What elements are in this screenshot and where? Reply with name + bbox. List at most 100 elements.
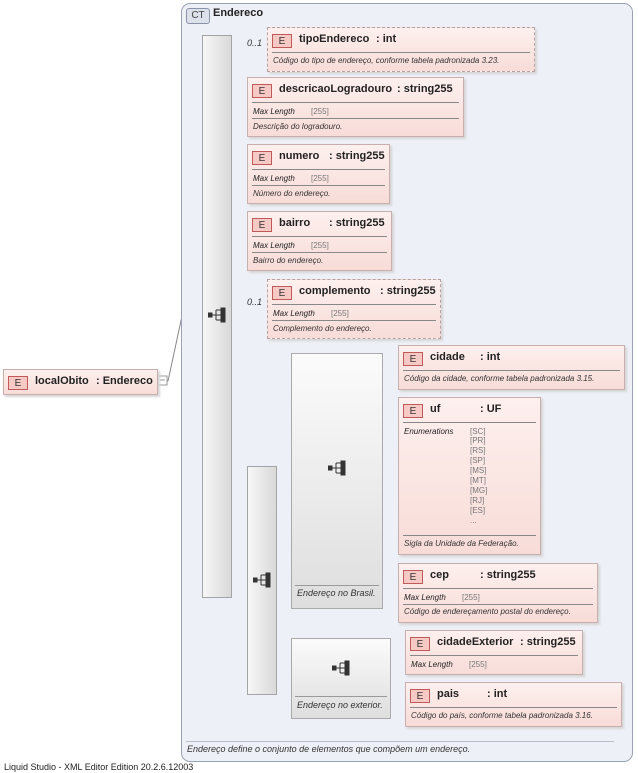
divider (403, 422, 536, 423)
facet-label: Max Length (404, 593, 446, 602)
divider (295, 585, 379, 586)
element-type: : int (480, 351, 501, 363)
group-endereco-brasil[interactable] (291, 353, 383, 609)
element-name: cep (430, 569, 449, 581)
element-type: : UF (480, 403, 502, 415)
element-name: uf (430, 403, 441, 415)
element-tipoendereco[interactable]: E tipoEndereco : int Código do tipo de e… (267, 27, 535, 72)
element-badge: E (403, 404, 423, 418)
occurrence-label: 0..1 (247, 38, 263, 48)
element-complemento[interactable]: E complemento : string255 Max Length [25… (267, 279, 441, 339)
facet-value: [255] (462, 593, 480, 602)
facet-label: Max Length (253, 241, 295, 250)
divider (403, 370, 620, 371)
divider (295, 696, 387, 697)
sequence-icon (208, 307, 226, 323)
group-description: Endereço no Brasil. (297, 588, 376, 598)
occurrence-label: 0..1 (247, 297, 263, 307)
divider (403, 535, 536, 536)
choice-icon (253, 572, 271, 588)
divider (272, 320, 436, 321)
element-name: complemento (299, 285, 371, 297)
facet-value: [255] (469, 660, 487, 669)
element-badge: E (252, 84, 272, 98)
element-description: Descrição do logradouro. (253, 122, 343, 131)
divider (410, 707, 617, 708)
element-numero[interactable]: E numero : string255 Max Length [255] Nú… (247, 144, 390, 204)
element-cidadeexterior[interactable]: E cidadeExterior : string255 Max Length … (405, 630, 583, 675)
element-name: cidade (430, 351, 465, 363)
element-description: Número do endereço. (253, 189, 331, 198)
facet-value: [255] (311, 174, 329, 183)
divider (403, 588, 593, 589)
enumeration-value: [RJ] (470, 496, 485, 505)
element-type: : string255 (520, 636, 576, 648)
complex-type-description: Endereço define o conjunto de elementos … (187, 744, 471, 754)
facet-label: Max Length (253, 107, 295, 116)
element-type: : string255 (329, 150, 385, 162)
element-badge: E (272, 34, 292, 48)
complex-type-title[interactable]: Endereco (213, 7, 264, 19)
element-name: numero (279, 150, 320, 162)
facet-label: Enumerations (404, 427, 454, 436)
element-badge: E (403, 570, 423, 584)
facet-label: Max Length (253, 174, 295, 183)
element-type: : string255 (480, 569, 536, 581)
element-badge: E (410, 689, 430, 703)
divider (252, 236, 387, 237)
element-descricaologradouro[interactable]: E descricaoLogradouro : string255 Max Le… (247, 77, 464, 137)
enumeration-value: [MS] (470, 466, 487, 475)
element-badge: E (272, 286, 292, 300)
element-type: : string255 (329, 217, 385, 229)
element-description: Código da cidade, conforme tabela padron… (404, 374, 595, 383)
element-type: : int (376, 33, 397, 45)
divider (186, 741, 614, 742)
divider (403, 604, 593, 605)
root-element-localobito[interactable]: E localObito : Endereco (3, 369, 158, 395)
element-type: : string255 (380, 285, 436, 297)
enumeration-value: [SC] (470, 427, 486, 436)
element-badge: E (252, 151, 272, 165)
enumeration-value: [ES] (470, 506, 486, 515)
divider (410, 655, 578, 656)
divider (272, 304, 436, 305)
element-name: bairro (279, 217, 311, 229)
facet-value: [255] (311, 241, 329, 250)
enumeration-value: [MG] (470, 486, 488, 495)
enumeration-value: [SP] (470, 456, 486, 465)
group-endereco-exterior[interactable] (291, 638, 391, 719)
element-description: Código do tipo de endereço, conforme tab… (273, 56, 500, 65)
element-description: Código de endereçamento postal do endere… (404, 607, 571, 616)
element-type: : int (487, 688, 508, 700)
element-bairro[interactable]: E bairro : string255 Max Length [255] Ba… (247, 211, 392, 271)
facet-value: [255] (331, 309, 349, 318)
element-badge: E (403, 352, 423, 366)
sequence-icon (328, 460, 346, 476)
facet-label: Max Length (411, 660, 453, 669)
element-description: Complemento do endereço. (273, 324, 372, 333)
element-type: : string255 (397, 83, 453, 95)
divider (252, 169, 385, 170)
sequence-icon (332, 660, 350, 676)
element-cep[interactable]: E cep : string255 Max Length [255] Códig… (398, 563, 598, 623)
sequence-compositor[interactable] (202, 35, 232, 598)
facet-label: Max Length (273, 309, 315, 318)
divider (252, 102, 459, 103)
element-type: : Endereco (96, 375, 153, 387)
element-uf[interactable]: E uf : UF Enumerations [SC] [PR] [RS] [S… (398, 397, 541, 555)
enumeration-value: ... (470, 516, 477, 525)
element-name: descricaoLogradouro (279, 83, 393, 95)
element-description: Sigla da Unidade da Federação. (404, 539, 519, 548)
element-pais[interactable]: E pais : int Código do país, conforme ta… (405, 682, 622, 727)
element-cidade[interactable]: E cidade : int Código da cidade, conform… (398, 345, 625, 390)
element-name: pais (437, 688, 460, 700)
element-description: Código do país, conforme tabela padroniz… (411, 711, 593, 720)
enumeration-value: [MT] (470, 476, 486, 485)
element-description: Bairro do endereço. (253, 256, 324, 265)
element-name: cidadeExterior (437, 636, 514, 648)
element-name: localObito (35, 375, 89, 387)
facet-value: [255] (311, 107, 329, 116)
complex-type-badge: CT (186, 8, 210, 24)
divider (252, 118, 459, 119)
footer-text: Liquid Studio - XML Editor Edition 20.2.… (4, 762, 194, 772)
